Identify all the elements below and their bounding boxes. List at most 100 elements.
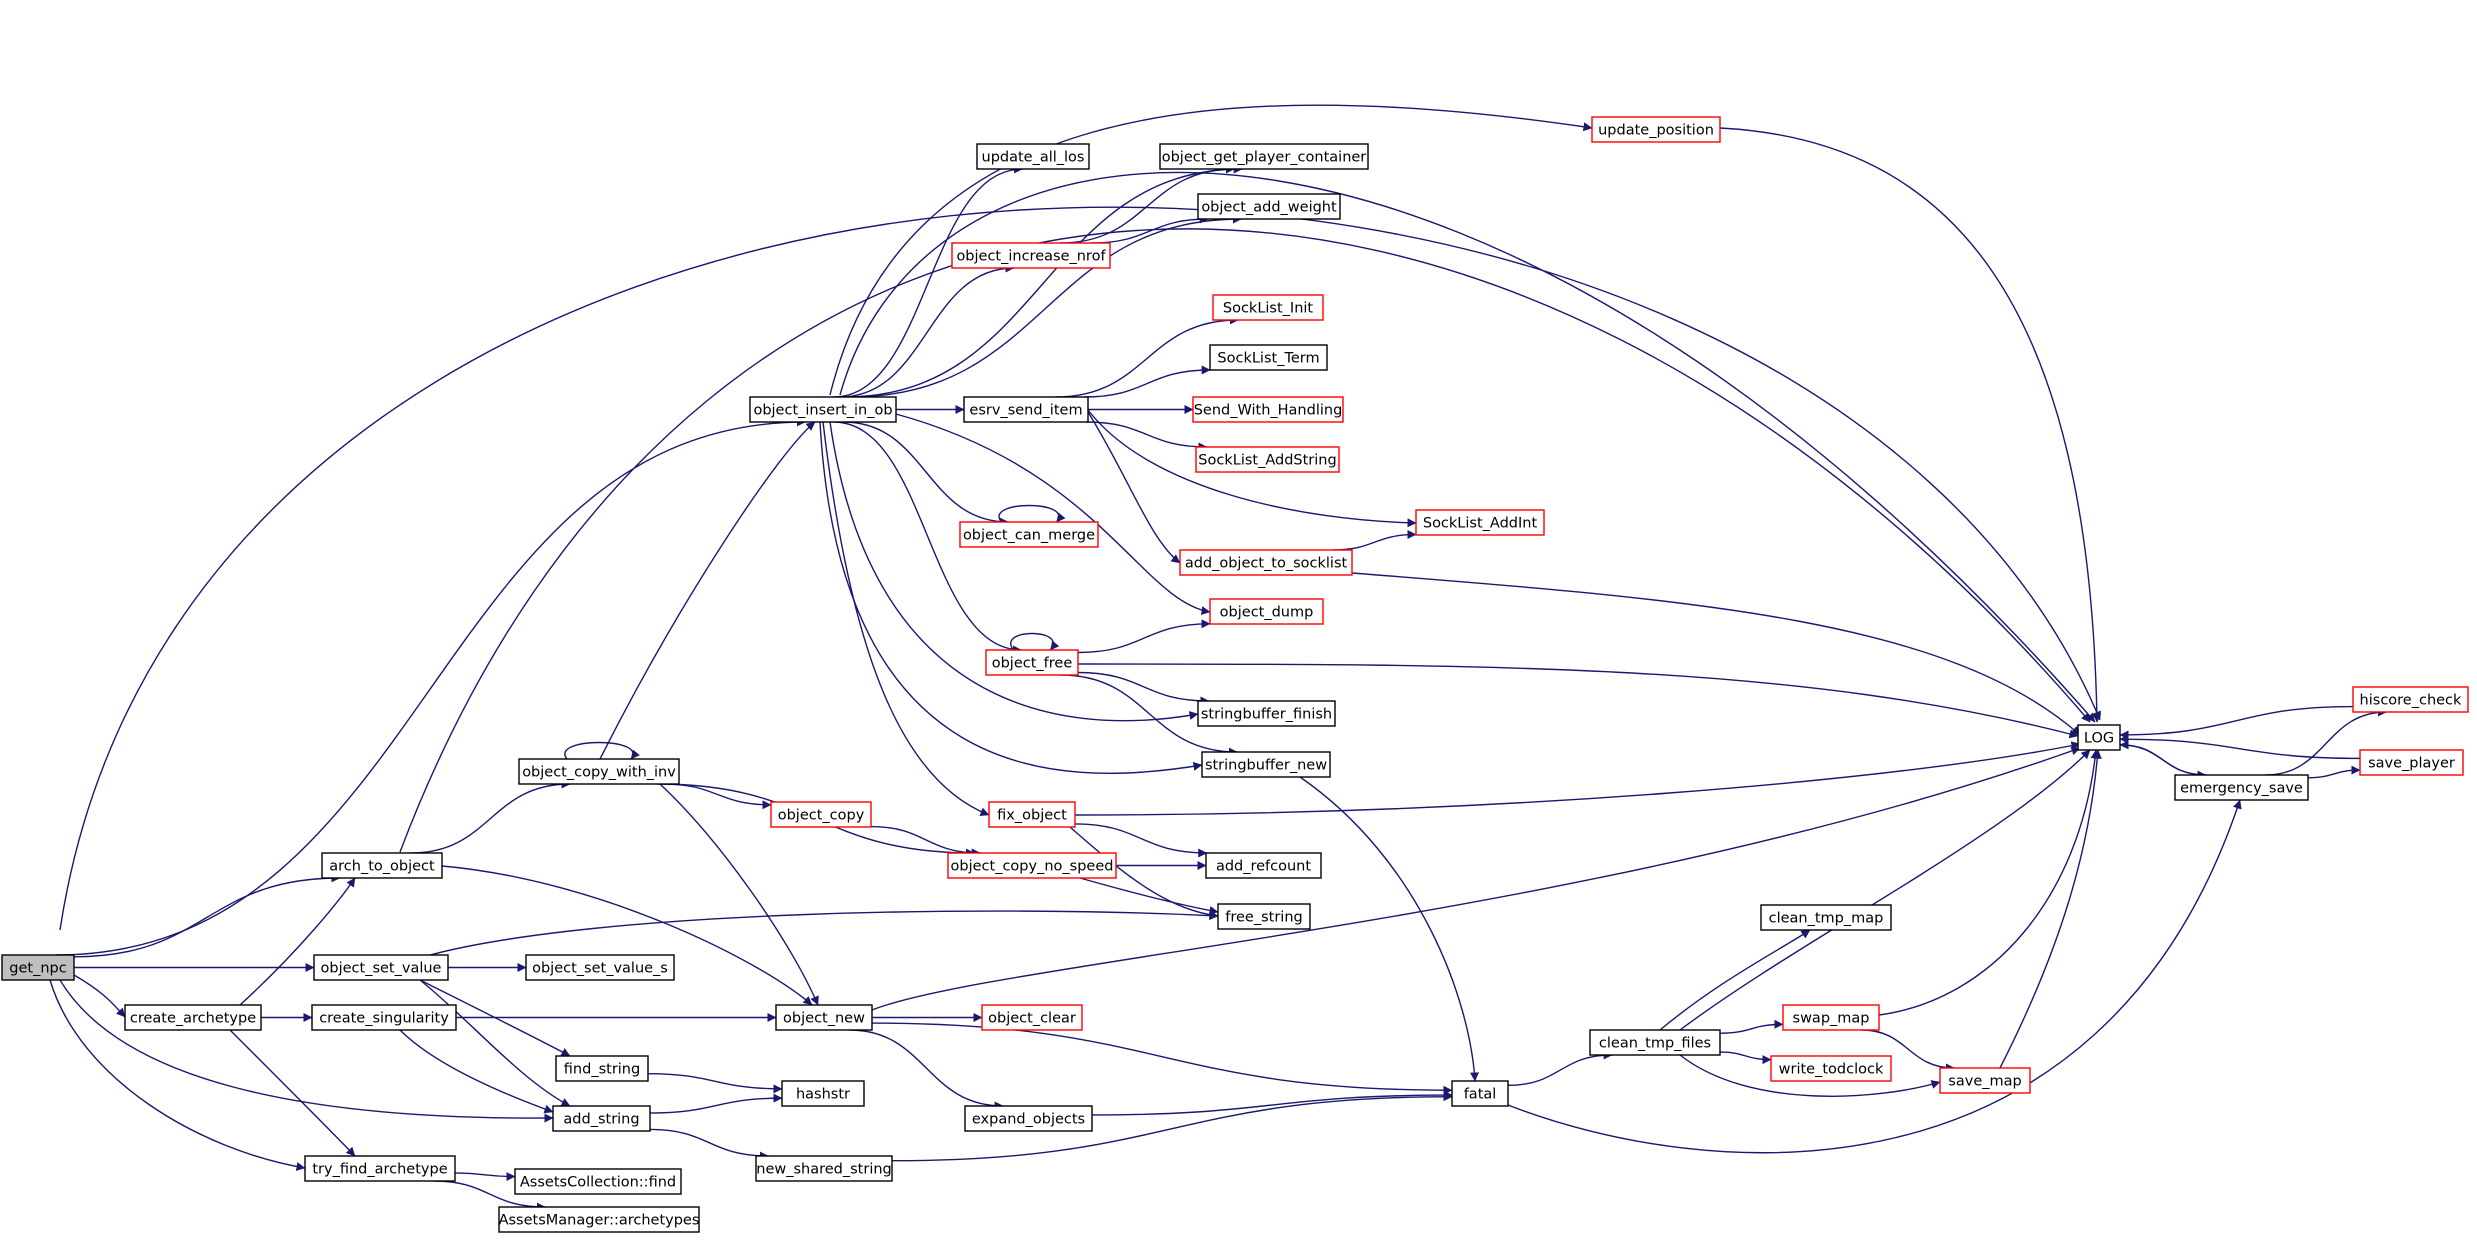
node-socklist-term[interactable]: SockList_Term	[1209, 344, 1328, 371]
node-box[interactable]	[988, 801, 1076, 828]
node-object-insert-in-ob[interactable]: object_insert_in_ob	[749, 396, 897, 423]
node-box[interactable]	[1195, 446, 1340, 473]
node-box[interactable]	[2359, 749, 2464, 776]
node-get-npc[interactable]: get_npc	[1, 954, 75, 981]
node-socklist-addstring[interactable]: SockList_AddString	[1195, 446, 1340, 473]
node-box[interactable]	[498, 1206, 700, 1233]
node-new-shared-string[interactable]: new_shared_string	[755, 1155, 893, 1182]
node-object-set-value[interactable]: object_set_value	[313, 954, 449, 981]
node-box[interactable]	[124, 1004, 262, 1031]
node-stringbuffer-finish[interactable]: stringbuffer_finish	[1197, 700, 1336, 727]
node-box[interactable]	[321, 852, 443, 879]
node-esrv-send-item[interactable]: esrv_send_item	[963, 396, 1089, 423]
node-box[interactable]	[755, 1155, 893, 1182]
node-box[interactable]	[963, 396, 1089, 423]
node-object-can-merge[interactable]: object_can_merge	[959, 521, 1099, 548]
node-object-set-value-s[interactable]: object_set_value_s	[525, 954, 675, 981]
node-box[interactable]	[552, 1105, 651, 1132]
node-box[interactable]	[959, 521, 1099, 548]
node-log[interactable]: LOG	[2077, 724, 2121, 751]
node-object-get-player-container[interactable]: object_get_player_container	[1159, 143, 1369, 170]
node-box[interactable]	[976, 143, 1090, 170]
node-box[interactable]	[313, 954, 449, 981]
node-object-add-weight[interactable]: object_add_weight	[1197, 193, 1341, 220]
node-free-string[interactable]: free_string	[1217, 903, 1311, 930]
node-update-all-los[interactable]: update_all_los	[976, 143, 1090, 170]
node-object-free[interactable]: object_free	[985, 649, 1079, 676]
node-box[interactable]	[1205, 852, 1322, 879]
node-emergency-save[interactable]: emergency_save	[2174, 774, 2309, 801]
node-update-position[interactable]: update_position	[1591, 116, 1721, 143]
node-write-todclock[interactable]: write_todclock	[1770, 1055, 1892, 1082]
node-box[interactable]	[749, 396, 897, 423]
node-box[interactable]	[2077, 724, 2121, 751]
node-box[interactable]	[1589, 1029, 1721, 1056]
node-object-new[interactable]: object_new	[775, 1004, 873, 1031]
node-expand-objects[interactable]: expand_objects	[964, 1105, 1093, 1132]
node-object-copy-no-speed[interactable]: object_copy_no_speed	[947, 852, 1117, 879]
node-box[interactable]	[1415, 509, 1545, 536]
node-object-increase-nrof[interactable]: object_increase_nrof	[951, 242, 1111, 269]
node-add-object-to-socklist[interactable]: add_object_to_socklist	[1179, 549, 1353, 576]
node-assetscollection-find[interactable]: AssetsCollection::find	[514, 1168, 682, 1195]
node-box[interactable]	[1159, 143, 1369, 170]
node-box[interactable]	[1179, 549, 1353, 576]
node-fatal[interactable]: fatal	[1451, 1080, 1509, 1107]
node-box[interactable]	[1451, 1080, 1509, 1107]
node-box[interactable]	[1939, 1067, 2031, 1094]
node-arch-to-object[interactable]: arch_to_object	[321, 852, 443, 879]
node-box[interactable]	[951, 242, 1111, 269]
node-stringbuffer-new[interactable]: stringbuffer_new	[1201, 751, 1331, 778]
node-box[interactable]	[770, 801, 872, 828]
node-box[interactable]	[1591, 116, 1721, 143]
node-fix-object[interactable]: fix_object	[988, 801, 1076, 828]
node-box[interactable]	[981, 1004, 1083, 1031]
node-socklist-init[interactable]: SockList_Init	[1212, 294, 1324, 321]
node-box[interactable]	[1209, 598, 1324, 625]
node-box[interactable]	[304, 1155, 456, 1182]
node-object-dump[interactable]: object_dump	[1209, 598, 1324, 625]
node-object-clear[interactable]: object_clear	[981, 1004, 1083, 1031]
node-box[interactable]	[1782, 1004, 1880, 1031]
node-box[interactable]	[1, 954, 75, 981]
node-box[interactable]	[964, 1105, 1093, 1132]
node-box[interactable]	[311, 1004, 457, 1031]
node-create-singularity[interactable]: create_singularity	[311, 1004, 457, 1031]
node-box[interactable]	[514, 1168, 682, 1195]
node-box[interactable]	[1217, 903, 1311, 930]
node-box[interactable]	[775, 1004, 873, 1031]
node-hiscore-check[interactable]: hiscore_check	[2352, 686, 2469, 713]
node-send-with-handling[interactable]: Send_With_Handling	[1192, 396, 1344, 423]
node-find-string[interactable]: find_string	[555, 1055, 649, 1082]
node-box[interactable]	[781, 1080, 865, 1107]
node-box[interactable]	[1197, 700, 1336, 727]
node-box[interactable]	[1192, 396, 1344, 423]
node-clean-tmp-map[interactable]: clean_tmp_map	[1760, 904, 1892, 931]
node-create-archetype[interactable]: create_archetype	[124, 1004, 262, 1031]
node-box[interactable]	[1201, 751, 1331, 778]
node-object-copy-with-inv[interactable]: object_copy_with_inv	[518, 758, 680, 785]
node-socklist-addint[interactable]: SockList_AddInt	[1415, 509, 1545, 536]
node-box[interactable]	[1770, 1055, 1892, 1082]
node-swap-map[interactable]: swap_map	[1782, 1004, 1880, 1031]
node-box[interactable]	[1212, 294, 1324, 321]
node-box[interactable]	[555, 1055, 649, 1082]
node-assetsmanager-archetypes[interactable]: AssetsManager::archetypes	[498, 1206, 700, 1233]
node-box[interactable]	[2352, 686, 2469, 713]
node-object-copy[interactable]: object_copy	[770, 801, 872, 828]
node-box[interactable]	[1760, 904, 1892, 931]
node-try-find-archetype[interactable]: try_find_archetype	[304, 1155, 456, 1182]
node-box[interactable]	[525, 954, 675, 981]
node-clean-tmp-files[interactable]: clean_tmp_files	[1589, 1029, 1721, 1056]
node-box[interactable]	[1209, 344, 1328, 371]
node-box[interactable]	[518, 758, 680, 785]
node-add-string[interactable]: add_string	[552, 1105, 651, 1132]
node-box[interactable]	[947, 852, 1117, 879]
node-box[interactable]	[1197, 193, 1341, 220]
node-box[interactable]	[985, 649, 1079, 676]
node-add-refcount[interactable]: add_refcount	[1205, 852, 1322, 879]
node-box[interactable]	[2174, 774, 2309, 801]
node-save-player[interactable]: save_player	[2359, 749, 2464, 776]
node-save-map[interactable]: save_map	[1939, 1067, 2031, 1094]
node-hashstr[interactable]: hashstr	[781, 1080, 865, 1107]
